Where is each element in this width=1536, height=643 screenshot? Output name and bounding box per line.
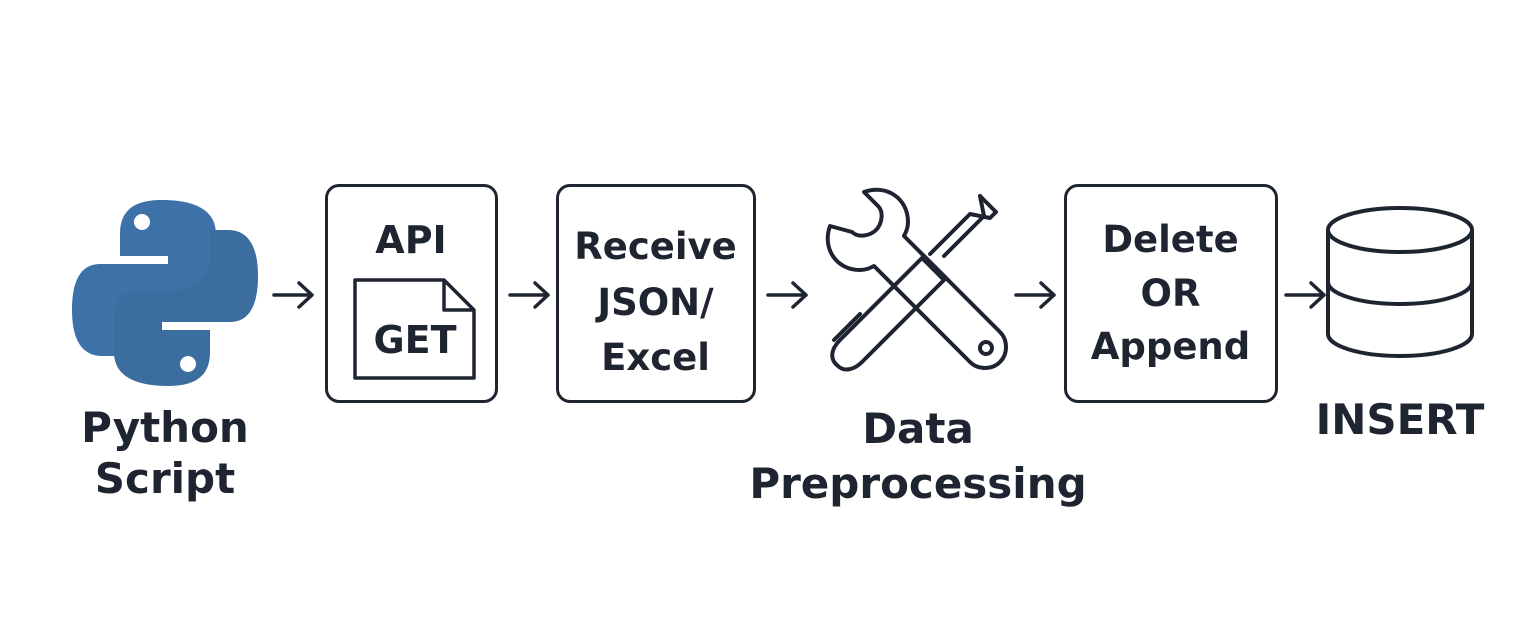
arrow-right-icon — [1014, 281, 1056, 309]
append-line: Append — [1090, 325, 1251, 369]
python-label-line2: Script — [94, 454, 236, 504]
preprocess-line2: Preprocessing — [749, 458, 1087, 508]
python-script-label: Python Script — [60, 402, 270, 504]
python-label-line1: Python — [81, 403, 249, 452]
receive-line2: JSON/ — [597, 280, 714, 324]
insert-label: INSERT — [1315, 395, 1485, 444]
arrow-right-icon — [766, 281, 808, 309]
api-box: API GET — [325, 184, 498, 403]
delete-append-text: Delete OR Append — [1067, 213, 1274, 374]
data-preprocessing-label: Data Preprocessing — [740, 402, 1096, 511]
receive-text: Receive JSON/ Excel — [559, 219, 752, 386]
receive-line1: Receive — [574, 225, 737, 268]
or-line: OR — [1140, 271, 1201, 315]
wrench-screwdriver-icon — [825, 187, 1008, 372]
delete-line: Delete — [1102, 218, 1239, 261]
get-label: GET — [373, 318, 457, 362]
python-logo-icon — [72, 200, 258, 386]
arrow-right-icon — [508, 281, 550, 309]
document-icon — [353, 278, 476, 380]
arrow-right-icon — [1284, 281, 1326, 309]
database-icon — [1326, 206, 1474, 359]
receive-box: Receive JSON/ Excel — [556, 184, 756, 403]
api-title: API — [375, 218, 447, 262]
receive-line3: Excel — [601, 336, 710, 379]
preprocess-line1: Data — [862, 404, 974, 453]
delete-append-box: Delete OR Append — [1064, 184, 1278, 403]
arrow-right-icon — [272, 281, 314, 309]
